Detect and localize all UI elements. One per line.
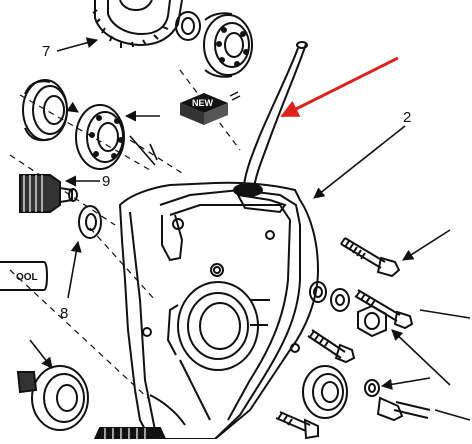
bearing-left (22, 79, 68, 142)
bolt-upper-right-leader (402, 229, 451, 261)
tool-label-text: OOL (16, 272, 38, 283)
washer-right-2 (330, 288, 350, 312)
gear-part-7 (92, 0, 183, 48)
breather-hose (233, 41, 308, 214)
washer-small-leader (380, 377, 431, 390)
small-bolt-bottom-left (16, 371, 38, 394)
washer-small-right (364, 379, 380, 397)
crankcase-cover-part-2 (118, 181, 320, 440)
bolt-lower-right (376, 396, 431, 422)
bracket-lines (129, 135, 158, 166)
bearing-middle (75, 104, 125, 170)
callout-2: 2 (403, 109, 411, 126)
washer-right-1 (309, 281, 327, 303)
bearing-lower-right (302, 365, 348, 419)
assembly-arrow-left (66, 101, 79, 113)
nut-right (357, 304, 387, 338)
callout-7-leader (56, 37, 99, 52)
stud-bolt-leader (419, 309, 471, 319)
bolt-lower-leader (434, 409, 471, 421)
bolt-bottom (275, 411, 319, 440)
new-badge-text: NEW (192, 98, 214, 108)
callout-9: 9 (102, 173, 110, 190)
special-tool-label: OOL (0, 261, 48, 291)
nut-right-leader (391, 329, 451, 386)
red-pointer-arrow (280, 56, 399, 118)
gear-shaft-part-9 (19, 174, 78, 213)
hatched-tool-bottom (93, 427, 167, 440)
ring-washer-top (175, 11, 201, 41)
new-part-badge: NEW (180, 91, 241, 125)
callout-8: 8 (60, 305, 68, 322)
washer-part-8 (78, 205, 102, 239)
callout-2-leader (313, 125, 406, 199)
bearing-top-right (203, 12, 253, 78)
bottom-left-leader (29, 339, 53, 369)
bolt-middle (307, 329, 356, 364)
callout-7: 7 (42, 43, 50, 60)
bearing-bottom-left (31, 365, 89, 431)
callout-8-leader (67, 240, 82, 299)
bolt-upper-right (340, 237, 401, 278)
